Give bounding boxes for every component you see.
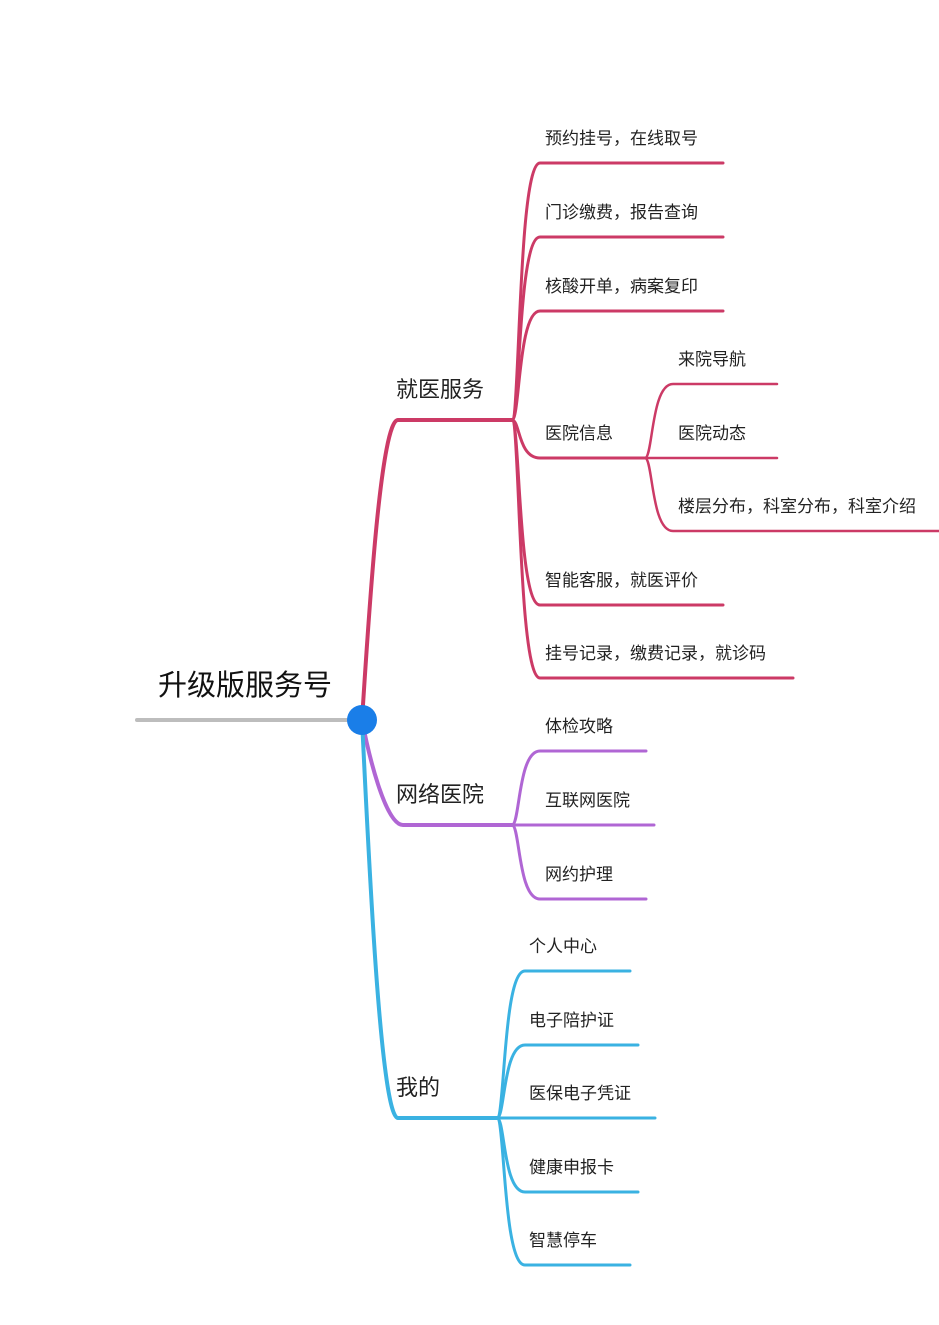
leaf-label-2-4[interactable]: 智慧停车 bbox=[529, 1231, 597, 1251]
leaf-label-0-0[interactable]: 预约挂号，在线取号 bbox=[545, 129, 698, 149]
leaf-line-2-3 bbox=[495, 1116, 640, 1194]
branch-label-2[interactable]: 我的 bbox=[396, 1076, 441, 1101]
leaf-label-0-5[interactable]: 挂号记录，缴费记录，就诊码 bbox=[545, 644, 766, 664]
subleaf-label-0-3-2[interactable]: 楼层分布，科室分布，科室介绍 bbox=[678, 497, 916, 517]
leaf-line-1-0 bbox=[510, 749, 648, 827]
leaf-line-2-4 bbox=[495, 1116, 632, 1267]
branch-label-1[interactable]: 网络医院 bbox=[396, 783, 485, 808]
subleaf-line-0-3-0 bbox=[643, 382, 779, 460]
leaf-label-0-2[interactable]: 核酸开单，病案复印 bbox=[545, 277, 698, 297]
branch-label-0[interactable]: 就医服务 bbox=[396, 378, 485, 403]
subleaf-label-0-3-1[interactable]: 医院动态 bbox=[678, 424, 746, 444]
branch-line-1 bbox=[360, 718, 514, 827]
root-node-dot[interactable] bbox=[347, 705, 377, 735]
root-node-label[interactable]: 升级版服务号 bbox=[158, 668, 333, 702]
leaf-label-0-1[interactable]: 门诊缴费，报告查询 bbox=[545, 203, 698, 223]
leaf-label-1-2[interactable]: 网约护理 bbox=[545, 865, 613, 885]
leaf-line-0-1 bbox=[510, 235, 725, 422]
leaf-line-2-1 bbox=[495, 1043, 640, 1120]
leaf-line-1-2 bbox=[510, 823, 648, 901]
subleaf-label-0-3-0[interactable]: 来院导航 bbox=[678, 350, 746, 370]
subleaf-line-0-3-2 bbox=[643, 456, 939, 533]
leaf-line-0-2 bbox=[510, 309, 725, 422]
branch-line-0 bbox=[360, 418, 514, 722]
leaf-label-2-2[interactable]: 医保电子凭证 bbox=[529, 1084, 631, 1104]
leaf-label-2-0[interactable]: 个人中心 bbox=[529, 937, 597, 957]
leaf-label-0-4[interactable]: 智能客服，就医评价 bbox=[545, 571, 698, 591]
leaf-label-1-1[interactable]: 互联网医院 bbox=[545, 791, 630, 811]
branch-line-2 bbox=[360, 718, 499, 1120]
leaf-line-0-5 bbox=[510, 418, 795, 680]
leaf-label-1-0[interactable]: 体检攻略 bbox=[545, 717, 613, 737]
leaf-label-2-1[interactable]: 电子陪护证 bbox=[529, 1011, 614, 1031]
leaf-label-2-3[interactable]: 健康申报卡 bbox=[529, 1158, 614, 1178]
leaf-label-0-3[interactable]: 医院信息 bbox=[545, 424, 613, 444]
